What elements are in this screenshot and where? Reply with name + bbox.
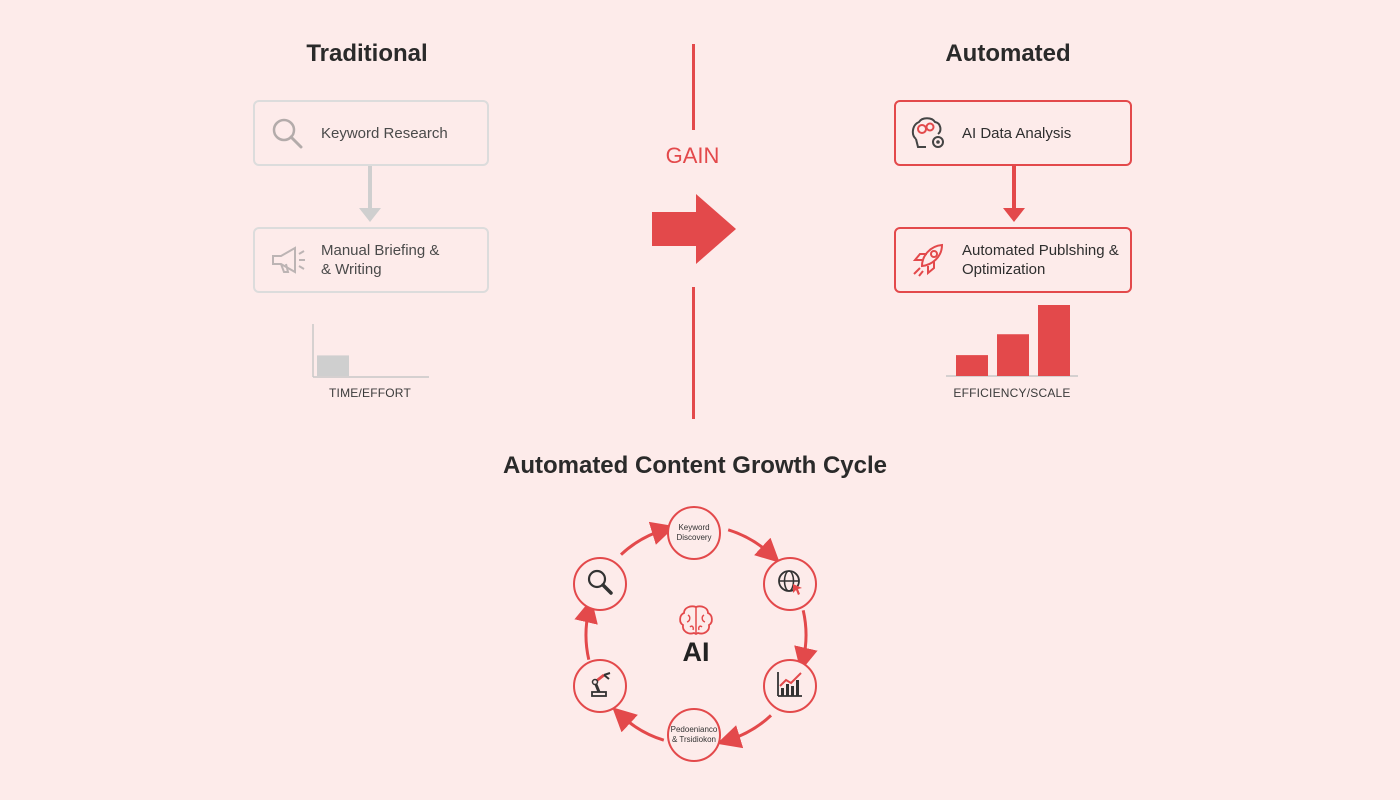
efficiency-scale-caption: EFFICIENCY/SCALE	[953, 386, 1071, 400]
ai-brain-gear-icon	[908, 113, 948, 153]
step-label: Keyword Research	[321, 124, 448, 142]
growth-chart-icon	[774, 668, 806, 705]
node-label: Keyword Discovery	[676, 523, 712, 542]
chart-bar	[997, 334, 1029, 376]
search-icon	[584, 566, 616, 603]
cycle-title: Automated Content Growth Cycle	[502, 452, 887, 479]
cycle-arrow	[619, 521, 676, 556]
rocket-icon	[908, 240, 948, 280]
time-effort-chart	[312, 324, 429, 378]
chart-bar	[1038, 305, 1070, 376]
search-node	[573, 557, 627, 611]
keyword-research-step: Keyword Research	[253, 100, 489, 166]
manual-briefing-step: Manual Briefing & & Writing	[253, 227, 489, 293]
step-label: AI Data Analysis	[962, 124, 1072, 142]
chart-bar	[317, 355, 349, 376]
step-label: Manual Briefing & & Writing	[321, 242, 440, 278]
magnifier-icon	[267, 113, 307, 153]
cycle-arrow	[612, 707, 665, 742]
automated-publishing-step: Automated Publshing & Optimization	[894, 227, 1132, 293]
globe-node	[763, 557, 817, 611]
divider-bottom	[692, 287, 695, 419]
down-arrow-red	[1003, 166, 1025, 222]
keyword-discovery-node: Keyword Discovery	[667, 506, 721, 560]
performance-node: Pedoenianco & Trsidiokon	[667, 708, 721, 762]
gain-label: GAIN	[665, 143, 720, 168]
time-effort-caption: TIME/EFFORT	[329, 386, 411, 400]
cycle-center-label: AI	[682, 637, 710, 667]
efficiency-scale-chart	[946, 305, 1078, 377]
node-label: Pedoenianco & Trsidiokon	[670, 725, 718, 744]
cycle-arrow	[716, 714, 773, 749]
divider-top	[692, 44, 695, 130]
cycle-arrow	[727, 528, 780, 563]
down-arrow-grey	[359, 166, 381, 222]
cycle-arrow	[794, 609, 818, 672]
megaphone-icon	[267, 240, 307, 280]
brain-icon	[679, 605, 713, 636]
traditional-title: Traditional	[306, 40, 428, 67]
gain-arrow-icon	[652, 194, 736, 264]
cycle-arrows	[574, 521, 818, 749]
step-label: Automated Publshing & Optimization	[962, 242, 1119, 278]
robot-arm-icon	[584, 668, 616, 705]
automated-title: Automated	[945, 40, 1071, 67]
robot-arm-node	[573, 659, 627, 713]
cycle-arrow	[574, 598, 598, 661]
ai-data-analysis-step: AI Data Analysis	[894, 100, 1132, 166]
globe-cursor-icon	[774, 566, 806, 603]
chart-bar	[956, 355, 988, 376]
growth-chart-node	[763, 659, 817, 713]
